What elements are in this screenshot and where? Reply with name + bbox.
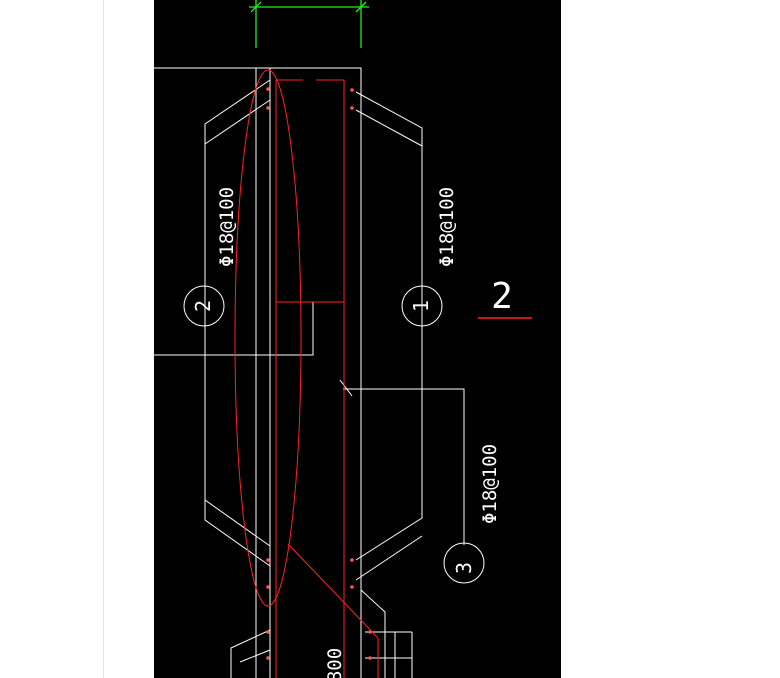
bar-label-3: Φ18@100: [479, 444, 501, 524]
dimension-value: 800: [324, 648, 346, 678]
callout-bubble-3: 3: [443, 542, 485, 584]
callout-number-2: 2: [191, 300, 215, 312]
concrete-outline: [154, 67, 465, 678]
bar-label-2: Φ18@100: [216, 187, 238, 267]
bar-label-1: Φ18@100: [436, 187, 458, 267]
callout-number-1: 1: [409, 300, 433, 312]
panel-divider: [103, 0, 104, 678]
rebar-dots: [266, 87, 372, 660]
section-mark-number: 2: [491, 276, 513, 317]
rebar-lines: [275, 79, 379, 678]
highlight-ellipse: [234, 69, 302, 607]
callout-bubble-1: 1: [401, 285, 443, 327]
top-dimension: [249, 0, 369, 48]
callout-number-3: 3: [452, 562, 476, 574]
callout-bubble-2: 2: [183, 285, 225, 327]
